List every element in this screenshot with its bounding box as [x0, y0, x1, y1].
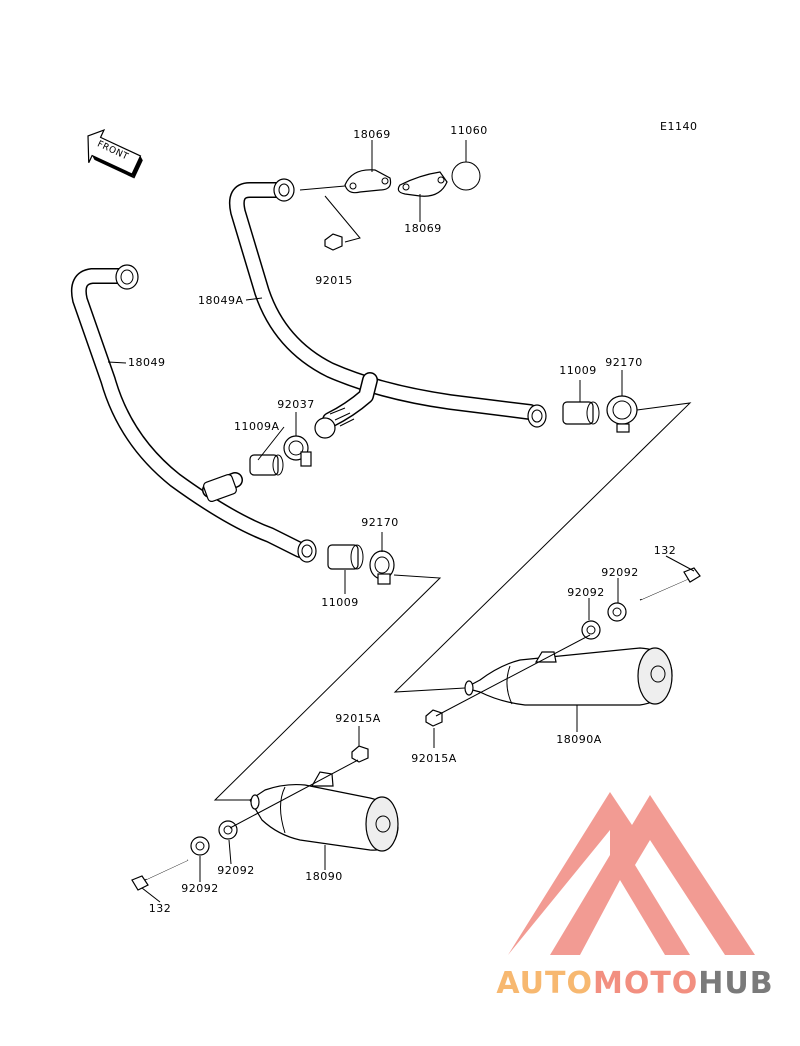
label-132-left: 132: [148, 902, 172, 915]
automotohub-watermark: AUTOMOTOHUB: [470, 780, 800, 1046]
label-18069-bottom: 18069: [404, 222, 442, 235]
watermark-part-moto: MOTO: [592, 966, 699, 1001]
label-92015A-left: 92015A: [335, 712, 381, 725]
label-92092-right-mid: 92092: [567, 586, 605, 599]
label-92092-right-top: 92092: [601, 566, 639, 579]
gasket-11060: [451, 161, 481, 191]
automotohub-logo-icon: [508, 792, 755, 955]
watermark-part-hub: HUB: [698, 966, 774, 1001]
label-92015A-right: 92015A: [411, 752, 457, 765]
collar-92092-right-top: [607, 602, 627, 622]
label-92092-left-b: 92092: [217, 864, 255, 877]
bolt-132-left: [131, 857, 189, 891]
label-11009-lower: 11009: [321, 596, 359, 609]
coupling-11009A: [249, 454, 284, 476]
label-92092-left-a: 92092: [181, 882, 219, 895]
pipe-joint-insert: [203, 473, 237, 503]
clamp-92037: [283, 435, 312, 467]
collar-92092-left-b: [218, 820, 238, 840]
label-132-right: 132: [653, 544, 677, 557]
diagram-code: E1140: [660, 120, 698, 133]
coupling-11009-upper: [562, 401, 600, 425]
nut-92015A-right: [425, 709, 443, 727]
collar-92092-left-a: [190, 836, 210, 856]
nut-92015: [324, 233, 343, 251]
label-92170-lower: 92170: [361, 516, 399, 529]
label-92037: 92037: [277, 398, 315, 411]
exhaust-pipe-18049: [70, 264, 317, 563]
label-11060: 11060: [450, 124, 488, 137]
bracket-18069-top: [344, 169, 392, 194]
label-18049: 18049: [128, 356, 166, 369]
front-arrow-icon: [87, 129, 143, 179]
label-18090A: 18090A: [556, 733, 602, 746]
collar-92092-right-mid: [581, 620, 601, 640]
label-18069-top: 18069: [353, 128, 391, 141]
muffler-18090A: [463, 647, 673, 706]
bolt-132-right: [639, 567, 701, 601]
leader-lines: [107, 140, 695, 903]
label-92170-upper: 92170: [605, 356, 643, 369]
watermark-text: AUTOMOTOHUB: [470, 966, 800, 1001]
clamp-92170-lower: [369, 550, 395, 585]
bracket-18069-bottom: [397, 171, 448, 197]
muffler-18090: [249, 771, 399, 852]
label-18090: 18090: [305, 870, 343, 883]
watermark-part-auto: AUTO: [496, 966, 593, 1001]
label-18049A: 18049A: [198, 294, 244, 307]
clamp-92170-upper: [606, 395, 638, 433]
label-92015: 92015: [315, 274, 353, 287]
exhaust-pipe-18049A: [228, 178, 547, 439]
nut-92015A-left: [351, 745, 369, 763]
label-11009-upper: 11009: [559, 364, 597, 377]
label-11009A: 11009A: [234, 420, 280, 433]
coupling-11009-lower: [327, 544, 364, 570]
